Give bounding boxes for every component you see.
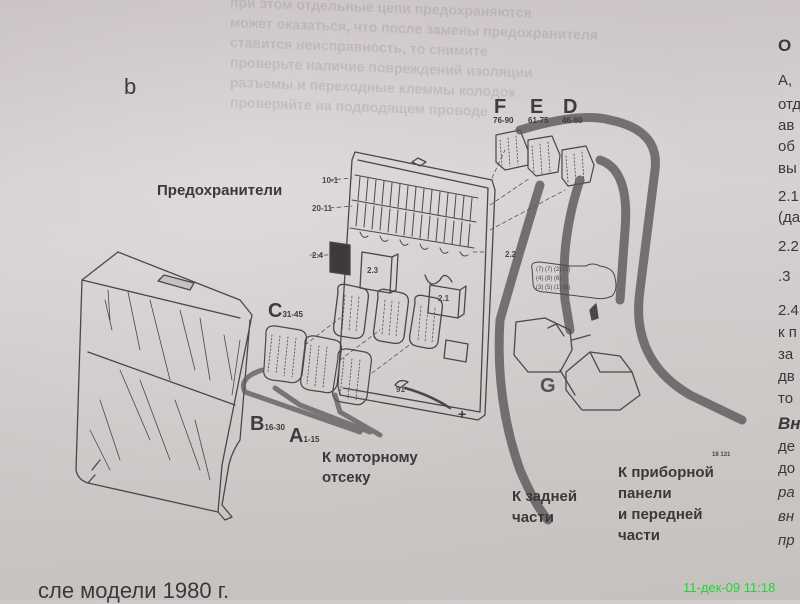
connector-range: 46-60 [562,116,583,125]
column-line: Вн [778,414,800,433]
pin-number: (6) [563,285,571,291]
relay-label: 2.2 [505,250,517,259]
label-line: отсеку [322,469,371,486]
column-line: А, [778,72,793,89]
cover-hatching [89,289,241,481]
bottom-body-text: сле модели 1980 г. [38,578,230,603]
connector-letter: G [540,375,556,397]
camera-timestamp: 11-дек-09 11:18 [683,580,776,595]
column-line: (да [778,209,800,226]
connector-b: B16-30 [250,413,285,436]
connector-g: G [540,375,556,398]
column-line: пр [778,532,795,549]
connector-range: 31-45 [282,310,303,319]
engine-destination-label: К моторному отсеку [322,448,418,488]
column-line: 2.1 [778,188,799,205]
connector-g [513,317,641,411]
pin-number: (2) [554,267,562,273]
pin-number: (8) [545,276,553,282]
column-line: 2.4 [778,302,799,319]
connector-e: E 61-75 [528,96,549,125]
pin-numbers: (7) (7) (2) (1) (4) (8) (6) (3) (5) (1) … [536,266,616,293]
connector-c: C31-45 [268,300,303,323]
column-line: вн [778,508,795,525]
column-line: ав [778,117,795,134]
main-harness [494,113,747,525]
fuse-rows [349,174,479,257]
pin-diagram [531,261,617,300]
column-line: де [778,438,796,455]
column-line: к п [778,324,797,341]
pin-number: (5) [545,285,553,291]
pin-number: (3) [536,285,544,291]
label-line: панели [618,485,672,502]
column-heading: О [778,36,792,55]
column-line: вы [778,160,797,177]
column-line: отд [778,96,800,113]
relay-label: 2.1 [438,294,450,303]
label-line: части [618,527,660,544]
pin-number: (6) [554,276,562,282]
pin-number: (4) [536,276,544,282]
dashboard-destination-label: К приборной панели и передней части [618,462,714,546]
pin-number: (1) [563,267,571,273]
arrow-marker [589,303,599,321]
column-line: .3 [778,268,791,285]
connector-range: 76-90 [493,116,514,125]
label-line: К приборной [618,464,714,481]
fuse-box-cover [75,251,253,521]
connector-f: F 76-90 [493,96,514,125]
connector-texture [499,135,585,185]
connector-range: 61-75 [528,116,549,125]
figure-code: 18 131 [712,452,731,458]
connector-letter: B [250,413,265,435]
label-line: К задней [512,488,578,505]
column-line: ра [778,484,795,501]
connector-letter: F [494,96,507,118]
column-line: 2.2 [778,238,799,255]
label-line: части [512,509,554,526]
terminal-label: 91 [396,385,405,394]
column-line: об [778,138,795,155]
plus-sign: + [458,406,467,422]
connector-letter: C [268,300,283,322]
label-line: К моторному [322,449,418,466]
fuse-row-label: 20-11 [312,204,333,213]
fuses-label: Предохранители [157,182,283,199]
rear-destination-label: К задней части [512,486,577,528]
connector-a: A1-15 [289,425,319,448]
plug-texture [267,334,361,401]
connector-d: D 46-60 [562,96,583,125]
relay-label: 2.4 [312,251,324,260]
connector-letter: A [289,425,304,447]
pin-number: (1) [554,285,562,291]
connector-range: 16-30 [264,423,285,432]
panel-letter: b [124,74,137,99]
column-line: дв [778,368,795,385]
fuse-row-label: 10-1 [322,176,339,185]
relay-label: 2.3 [367,266,379,275]
column-line: то [778,390,794,407]
fuse-box-body [337,151,496,421]
column-line: за [778,346,794,363]
label-line: и передней [618,506,703,523]
ground-lead [394,379,452,410]
engine-harness [240,367,383,438]
connector-range: 1-15 [303,435,320,444]
column-line: до [778,460,796,477]
connector-letter: E [530,96,544,118]
pin-number: (7) [536,267,544,273]
pin-number: (7) [545,267,553,273]
relays [329,241,467,319]
socket-pins [341,294,436,344]
connector-letter: D [563,96,578,118]
lower-sockets [332,283,469,363]
